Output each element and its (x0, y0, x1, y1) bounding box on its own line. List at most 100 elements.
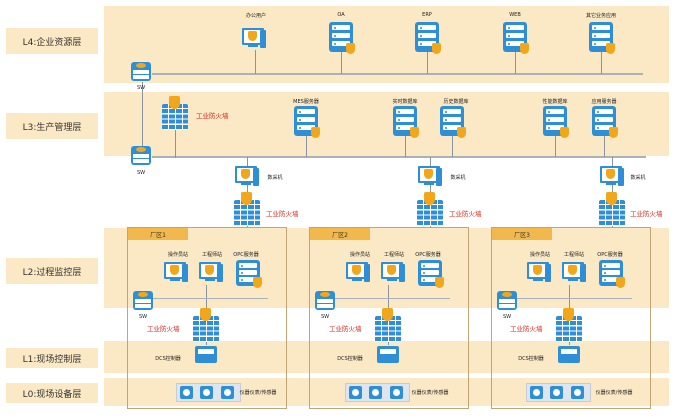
server-icon (294, 106, 320, 138)
web-label: WEB (509, 12, 521, 18)
server-icon (329, 22, 355, 54)
collector-label: 数采机 (267, 175, 283, 181)
level-label-l4: L4:企业资源层 (6, 28, 98, 54)
f2-bus (332, 298, 450, 299)
workstation-icon (381, 262, 405, 284)
firewall-label: 工业防火墙 (510, 325, 543, 333)
workstation-icon (199, 262, 223, 284)
opc-label: OPC服务器 (415, 252, 441, 258)
sensor-strip (526, 383, 591, 402)
operator-label: 操作员站 (529, 252, 551, 258)
sensor-icon (369, 386, 382, 399)
drop-web (515, 50, 516, 74)
drop-erp (427, 50, 428, 74)
operator-label: 操作员站 (349, 252, 371, 258)
sensor-icon (390, 386, 403, 399)
instruments-label: 仪器仪表/传感器 (411, 390, 449, 396)
server-icon (589, 22, 615, 54)
engineer-label: 工程师站 (563, 252, 585, 258)
erp-label: ERP (422, 12, 432, 18)
level-label-l1: L1:现场控制层 (6, 348, 98, 368)
firewall-icon (417, 192, 443, 226)
opc-label: OPC服务器 (597, 252, 623, 258)
server-icon (592, 106, 618, 138)
factory-box-2 (309, 227, 469, 409)
factory-tag-1: 厂区1 (128, 228, 188, 240)
engineer-label: 工程师站 (383, 252, 405, 258)
dcs-controller-icon (558, 346, 580, 363)
sensor-icon (200, 386, 213, 399)
firewall-label: 工业防火墙 (196, 112, 229, 120)
level-label-l2: L2:过程监控层 (6, 258, 98, 284)
switch-label: SW (136, 85, 146, 91)
drop-oa (341, 50, 342, 74)
opc-label: OPC服务器 (233, 252, 259, 258)
server-icon (440, 106, 466, 138)
factory-box-1 (127, 227, 287, 409)
operator-label: 操作员站 (167, 252, 189, 258)
other-apps-label: 其它业务应用 (585, 13, 617, 19)
workstation-icon (418, 166, 442, 188)
firewall-icon (375, 308, 401, 342)
level-label-l3: L3:生产管理层 (6, 113, 98, 139)
firewall-icon (556, 308, 582, 342)
firewall-label: 工业防火墙 (147, 325, 180, 333)
switch-label: SW (502, 314, 512, 320)
collector-label: 数采机 (630, 175, 646, 181)
workstation-icon (562, 262, 586, 284)
switch-icon (131, 146, 151, 165)
sensor-icon (221, 386, 234, 399)
engineer-label: 工程师站 (201, 252, 223, 258)
server-icon (543, 106, 569, 138)
workstation-icon (346, 262, 370, 284)
firewall-label: 工业防火墙 (449, 210, 482, 218)
l3-bus (152, 156, 646, 158)
firewall-label: 工业防火墙 (266, 210, 299, 218)
server-icon (503, 22, 529, 54)
sensor-icon (530, 386, 543, 399)
office-user-label: 办公用户 (245, 13, 267, 19)
instruments-label: 仪器仪表/传感器 (239, 390, 277, 396)
switch-icon (131, 62, 151, 81)
server-icon (599, 260, 625, 288)
firewall-label: 工业防火墙 (630, 210, 663, 218)
factory-box-3 (491, 227, 651, 409)
switch-label: SW (136, 170, 146, 176)
server-icon (236, 260, 262, 288)
sensor-strip (345, 383, 410, 402)
factory-tag-3: 厂区3 (492, 228, 552, 240)
drop-other (601, 50, 602, 74)
firewall-icon (193, 308, 219, 342)
firewall-label: 工业防火墙 (329, 325, 362, 333)
drop-rtdb (405, 135, 406, 157)
band-l4 (104, 6, 669, 83)
workstation-icon (527, 262, 551, 284)
sensor-icon (571, 386, 584, 399)
sensor-icon (550, 386, 563, 399)
workstation-icon (235, 166, 259, 188)
firewall-icon (162, 96, 188, 130)
drop-app (604, 135, 605, 157)
server-icon (418, 260, 444, 288)
l4-bus (152, 73, 643, 75)
sensor-icon (349, 386, 362, 399)
workstation-icon (600, 166, 624, 188)
level-label-l0: L0:现场设备层 (6, 383, 98, 403)
history-db-label: 历史数据库 (443, 99, 469, 105)
drop-pdb (555, 135, 556, 157)
factory-tag-2: 厂区2 (310, 228, 370, 240)
switch-icon (315, 291, 335, 310)
f1-bus (150, 298, 268, 299)
dcs-label: DCS控制器 (337, 356, 363, 362)
workstation-icon (164, 262, 188, 284)
perf-db-label: 性能数据库 (542, 99, 568, 105)
instruments-label: 仪器仪表/传感器 (595, 390, 633, 396)
mes-label: MES服务器 (293, 99, 319, 105)
f3-bus (514, 298, 632, 299)
dcs-controller-icon (377, 346, 399, 363)
backbone-fw (175, 112, 176, 158)
backbone-sw1 (142, 82, 143, 152)
drop-office (255, 50, 256, 74)
band-l3 (104, 92, 669, 156)
dcs-controller-icon (195, 346, 217, 363)
